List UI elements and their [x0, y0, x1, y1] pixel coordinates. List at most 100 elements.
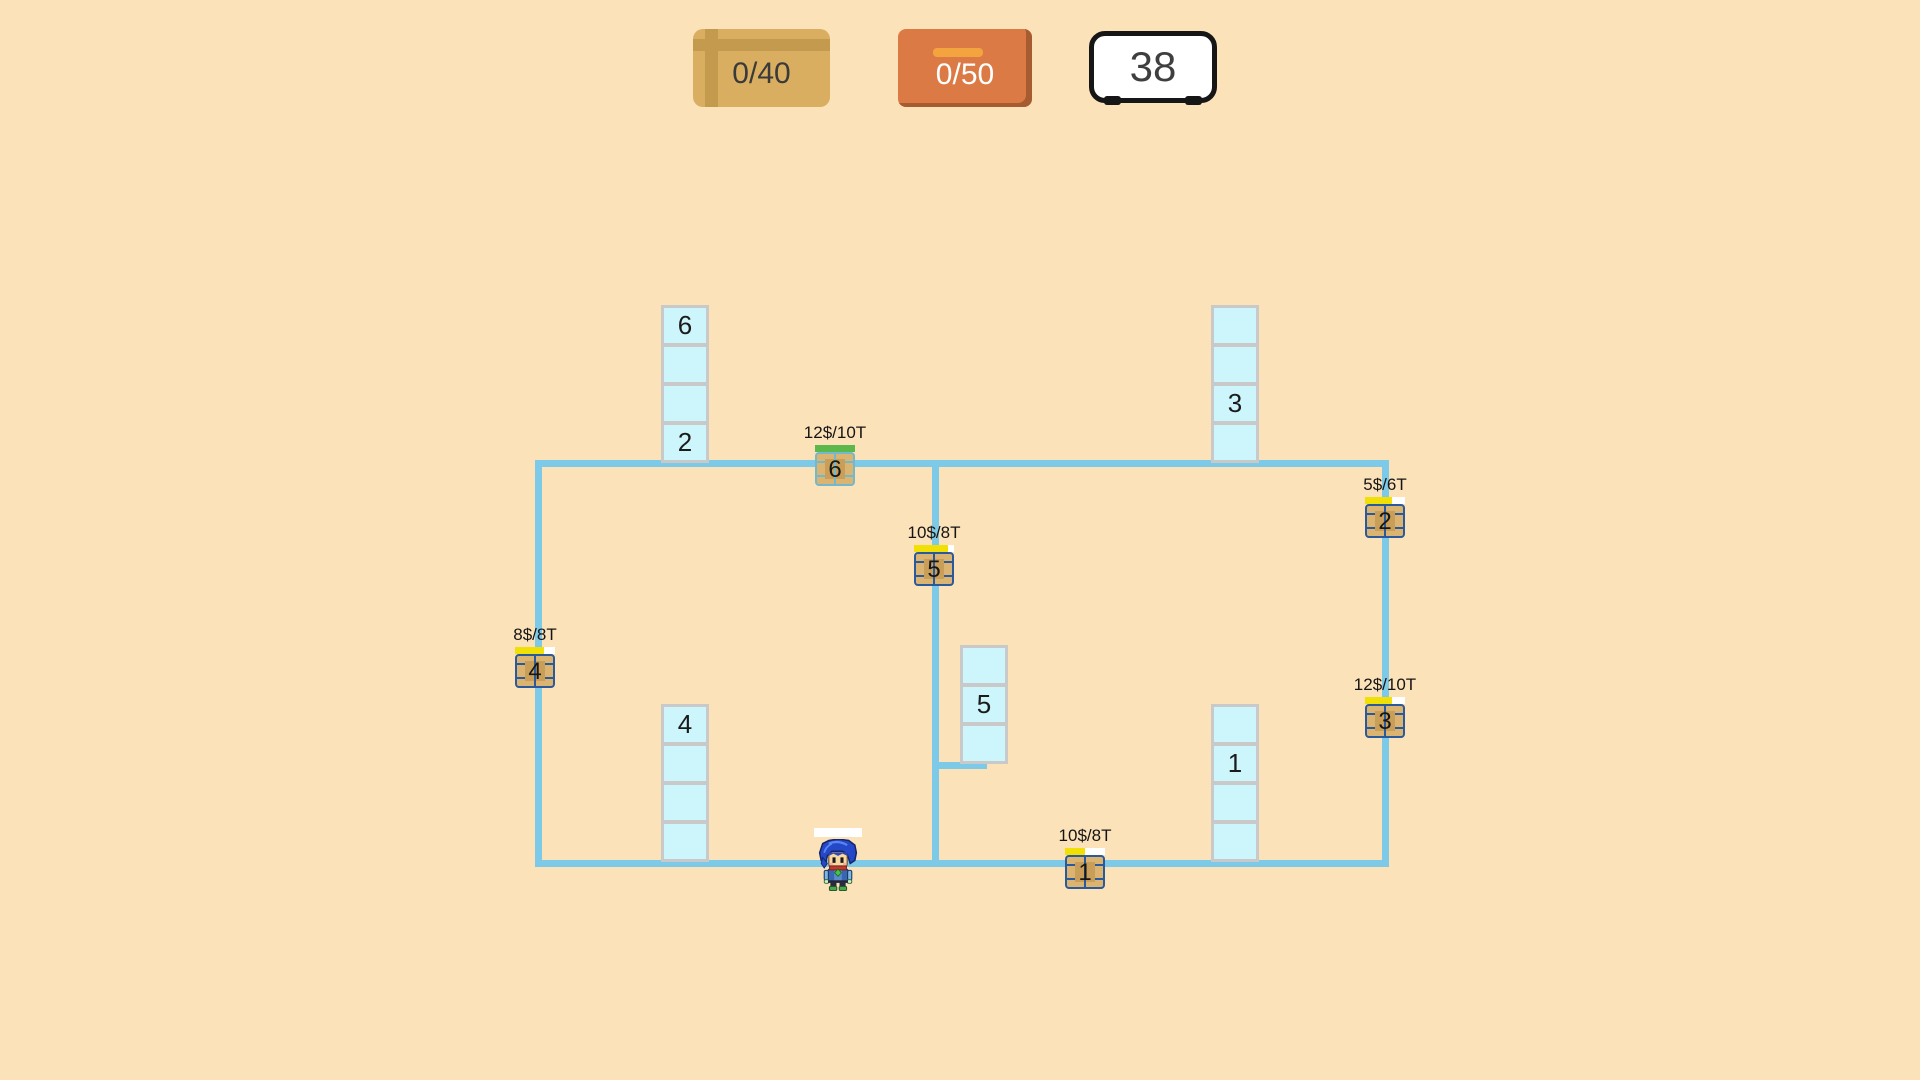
shelf-cell[interactable]: [1214, 707, 1256, 742]
carry-progress-bar: [814, 828, 862, 837]
package-1[interactable]: 10$/8T 1: [1041, 826, 1129, 889]
box-crease-icon: [1395, 727, 1403, 729]
shelf-cell[interactable]: 3: [1214, 386, 1256, 421]
package-number: 4: [528, 658, 542, 685]
package-price-label: 10$/8T: [1058, 826, 1112, 845]
maze-wall-right: [1382, 460, 1389, 867]
shelf-cell[interactable]: [1214, 824, 1256, 859]
box-crease-icon: [916, 575, 924, 577]
package-progress-bar: [914, 545, 954, 552]
package-box-icon: 5: [914, 552, 954, 586]
box-crease-icon: [1367, 513, 1375, 515]
box-crease-icon: [545, 677, 553, 679]
package-number: 1: [1078, 859, 1092, 886]
shelf-cell[interactable]: [664, 785, 706, 820]
progress-fill: [1365, 697, 1392, 704]
package-number: 3: [1378, 708, 1392, 735]
package-number: 6: [828, 456, 842, 483]
box-tape-icon: [834, 454, 836, 484]
clock-foot-icon: [1185, 96, 1202, 105]
shelf-slot-number: 4: [677, 709, 693, 739]
box-crease-icon: [817, 461, 825, 463]
storage-box-counter: 0/40: [693, 29, 830, 107]
package-price-label: 10$/8T: [907, 523, 961, 542]
shelf-cell[interactable]: [1214, 308, 1256, 343]
package-progress-bar: [1365, 697, 1405, 704]
package-price-label: 12$/10T: [803, 423, 867, 442]
box-crease-icon: [845, 475, 853, 477]
box-crease-icon: [1367, 713, 1375, 715]
shelf-cell[interactable]: 6: [664, 308, 706, 343]
worker-sprite-icon: [818, 839, 858, 891]
shelf-cell[interactable]: 2: [664, 425, 706, 460]
shelf-slot-number: 5: [976, 689, 992, 719]
box-crease-icon: [1067, 864, 1075, 866]
box-tape-icon: [933, 554, 935, 584]
package-box-icon: 6: [815, 452, 855, 486]
box-crease-icon: [1395, 713, 1403, 715]
shelf-cell[interactable]: [963, 726, 1005, 761]
shelf-cell[interactable]: [664, 746, 706, 781]
box-crease-icon: [1095, 864, 1103, 866]
progress-fill: [515, 647, 544, 654]
clock-foot-icon: [1104, 96, 1121, 105]
package-5[interactable]: 10$/8T 5: [890, 523, 978, 586]
package-2[interactable]: 5$/6T 2: [1341, 475, 1429, 538]
box-crease-icon: [517, 677, 525, 679]
shelf-bottom-right[interactable]: 1: [1211, 704, 1259, 862]
package-progress-bar: [1065, 848, 1105, 855]
shelf-cell[interactable]: [963, 648, 1005, 683]
package-box-icon: 2: [1365, 504, 1405, 538]
order-crate-counter: 0/50: [898, 29, 1032, 107]
shelf-cell[interactable]: [664, 347, 706, 382]
box-crease-icon: [817, 475, 825, 477]
box-crease-icon: [545, 663, 553, 665]
box-crease-icon: [1395, 513, 1403, 515]
box-crease-icon: [1067, 878, 1075, 880]
order-count-text: 0/50: [935, 58, 995, 91]
package-4[interactable]: 8$/8T 4: [491, 625, 579, 688]
shelf-cell[interactable]: [664, 824, 706, 859]
package-box-icon: 1: [1065, 855, 1105, 889]
shelf-bottom-left[interactable]: 4: [661, 704, 709, 862]
timer-clock: 38: [1089, 31, 1217, 105]
box-crease-icon: [1367, 527, 1375, 529]
shelf-cell[interactable]: [664, 386, 706, 421]
box-tape-icon: [1384, 506, 1386, 536]
shelf-cell[interactable]: [1214, 785, 1256, 820]
box-crease-icon: [944, 575, 952, 577]
progress-fill: [815, 445, 855, 452]
shelf-slot-number: 2: [677, 427, 693, 457]
shelf-cell[interactable]: 4: [664, 707, 706, 742]
box-crease-icon: [517, 663, 525, 665]
maze-wall-stub: [932, 762, 987, 769]
package-progress-bar: [815, 445, 855, 452]
package-price-label: 5$/6T: [1363, 475, 1407, 494]
shelf-top-left[interactable]: 6 2: [661, 305, 709, 463]
box-crease-icon: [1095, 878, 1103, 880]
shelf-middle[interactable]: 5: [960, 645, 1008, 764]
box-tape-icon: [534, 656, 536, 686]
box-crease-icon: [1367, 727, 1375, 729]
shelf-cell[interactable]: [1214, 347, 1256, 382]
crate-handle-icon: [933, 48, 983, 57]
box-tape-icon: [1084, 857, 1086, 887]
shelf-slot-number: 1: [1227, 748, 1243, 778]
package-price-label: 12$/10T: [1353, 675, 1417, 694]
package-3[interactable]: 12$/10T 3: [1341, 675, 1429, 738]
box-tape-horizontal: [693, 39, 830, 51]
shelf-cell[interactable]: 5: [963, 687, 1005, 722]
box-crease-icon: [1395, 527, 1403, 529]
progress-fill: [1365, 497, 1392, 504]
player-character[interactable]: [813, 828, 863, 891]
shelf-cell[interactable]: 1: [1214, 746, 1256, 781]
shelf-top-right[interactable]: 3: [1211, 305, 1259, 463]
maze-wall-middle: [932, 460, 939, 867]
shelf-cell[interactable]: [1214, 425, 1256, 460]
box-tape-vertical: [705, 29, 718, 107]
package-progress-bar: [515, 647, 555, 654]
package-price-label: 8$/8T: [513, 625, 557, 644]
progress-fill: [1065, 848, 1085, 855]
package-6[interactable]: 12$/10T 6: [791, 423, 879, 486]
